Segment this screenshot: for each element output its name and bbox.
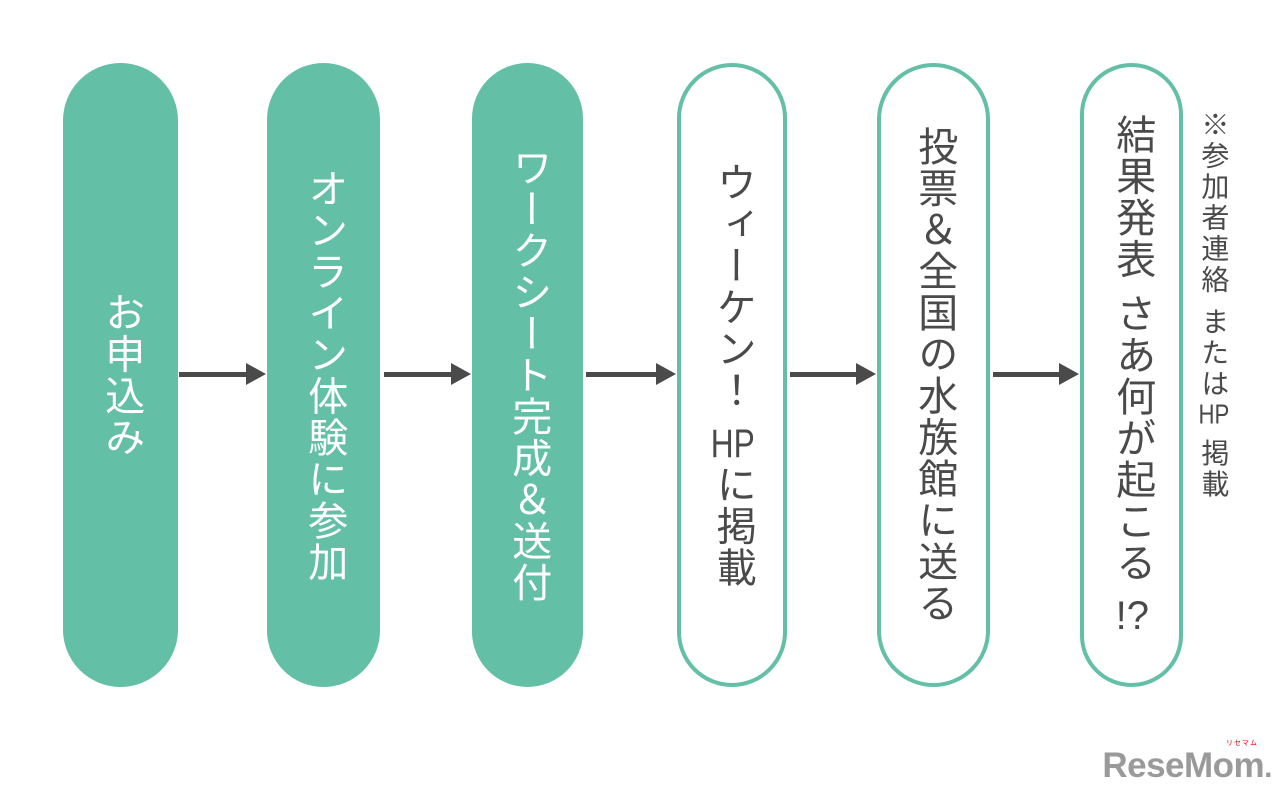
- flow-step-worksheet-send-label: ワークシート完成＆送付: [506, 146, 551, 604]
- logo-dot: .: [1264, 751, 1272, 784]
- flow-step-weeken-hp-publish-label: ウィーケン！ HPに掲載: [710, 161, 755, 589]
- arrow-right-icon: [384, 363, 471, 385]
- text-run: 結果発表 さあ何が起こる: [1110, 114, 1155, 596]
- flow-step-results-announcement: 結果発表 さあ何が起こる !?: [1080, 63, 1183, 687]
- flow-step-worksheet-send: ワークシート完成＆送付: [472, 63, 583, 687]
- flow-step-online-experience: オンライン体験に参加: [267, 63, 380, 687]
- arrow-right-icon: [993, 363, 1079, 385]
- tcy-text-run: HP: [1198, 399, 1230, 428]
- text-run: ウィーケン！: [710, 161, 755, 424]
- flow-step-vote-send-aquariums: 投票＆全国の水族館に送る: [877, 63, 990, 687]
- footnote-participant-contact: ※参加者連絡 またはHP 掲載: [1198, 110, 1230, 501]
- text-run: ワークシート完成＆送付: [506, 146, 551, 604]
- text-run: 掲載: [1198, 427, 1230, 501]
- text-run: に掲載: [710, 463, 755, 589]
- logo-ruby-text: リセマム: [1226, 740, 1258, 747]
- arrow-right-icon: [586, 363, 676, 385]
- flow-step-vote-send-aquariums-label: 投票＆全国の水族館に送る: [912, 126, 957, 624]
- arrow-right-icon: [179, 363, 266, 385]
- logo-wordmark: ReseMom: [1102, 746, 1265, 785]
- tcy-text-run: HP: [710, 423, 755, 464]
- flow-step-weeken-hp-publish: ウィーケン！ HPに掲載: [677, 63, 787, 687]
- flow-step-apply: お申込み: [63, 63, 178, 687]
- tcy-text-run: !?: [1115, 595, 1149, 636]
- text-run: お申込み: [99, 292, 144, 458]
- flow-step-online-experience-label: オンライン体験に参加: [302, 167, 347, 583]
- flow-step-results-announcement-label: 結果発表 さあ何が起こる !?: [1110, 114, 1155, 636]
- text-run: ※参加者連絡 または: [1198, 110, 1230, 400]
- text-run: オンライン体験に参加: [302, 167, 347, 583]
- flow-step-apply-label: お申込み: [99, 292, 144, 458]
- text-run: 投票＆全国の水族館に送る: [912, 126, 957, 624]
- arrow-right-icon: [790, 363, 876, 385]
